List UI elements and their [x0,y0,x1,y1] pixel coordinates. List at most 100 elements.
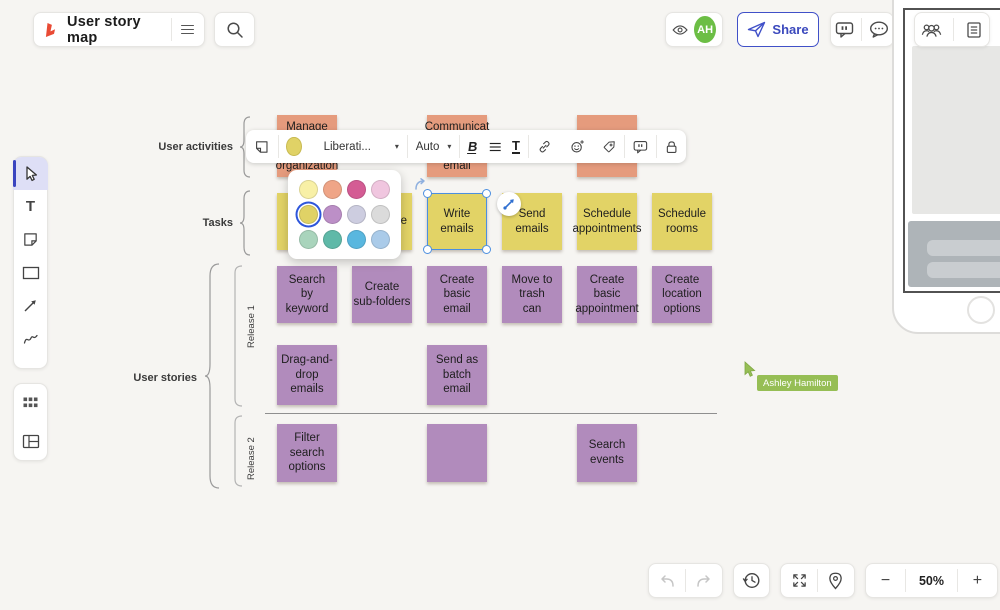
collaborator-cursor-icon [744,361,756,377]
collaborator-name-label: Ashley Hamilton [757,375,838,391]
palette-swatch[interactable] [323,205,342,224]
paper-plane-icon [748,21,766,38]
presence-card: AH [665,12,723,47]
search-icon [226,21,243,38]
share-label: Share [772,22,809,37]
sticky-note-schedule-rooms[interactable]: Schedule rooms [652,193,712,250]
quote-comment-icon[interactable] [835,21,854,38]
quick-connect-button[interactable] [497,192,521,216]
sticky-note-story[interactable]: Move to trash can [502,266,562,323]
tag-button[interactable] [602,138,616,156]
search-button[interactable] [214,12,255,47]
format-toolbar: Liberati... ▾ Auto ▾ B T [246,130,686,163]
palette-swatch[interactable] [371,205,390,224]
layout-icon [22,434,39,448]
palette-swatch-selected[interactable] [299,205,318,224]
sticky-note-story[interactable]: Send as batch email [427,345,487,405]
text-tool-icon: T [25,198,36,215]
bold-button[interactable]: B [467,138,479,154]
page-title: User story map [67,13,141,46]
chat-bubble-icon[interactable] [869,21,889,38]
redo-button[interactable] [686,564,722,597]
avatar[interactable]: AH [694,16,716,43]
select-tool[interactable] [13,157,48,190]
templates-button[interactable] [13,425,48,458]
zoom-in-button[interactable]: + [972,571,983,589]
sticky-note-write-emails[interactable]: Write emails [427,193,487,250]
palette-swatch[interactable] [347,180,366,199]
palette-swatch[interactable] [323,230,342,249]
sticky-note-send-emails[interactable]: Send emails [502,193,562,250]
align-button[interactable] [489,141,501,153]
palette-swatch[interactable] [347,205,366,224]
sticky-note-story[interactable]: Search events [577,424,637,482]
grid-icon [23,397,38,408]
sticky-note-story[interactable]: Create basic appointment [575,266,639,323]
color-palette-popup [288,170,401,259]
arrow-icon [24,300,36,312]
redo-icon [697,574,710,587]
emoji-reaction-button[interactable] [570,137,585,156]
rotate-handle-icon[interactable] [414,178,428,191]
palette-swatch[interactable] [371,230,390,249]
palette-swatch[interactable] [299,230,318,249]
fill-color-button[interactable] [286,137,302,156]
palette-swatch[interactable] [347,230,366,249]
locate-button[interactable] [818,564,854,597]
undo-redo-card [648,563,723,598]
fullscreen-button[interactable] [781,564,817,597]
document-menu-button[interactable] [181,22,194,36]
sticky-note-story[interactable]: Create location options [652,266,712,323]
sticky-note-story[interactable]: Create basic email [427,266,487,323]
collaboration-card [914,12,990,47]
zoom-out-button[interactable]: − [880,571,891,589]
view-controls-card [780,563,855,598]
connector-arrow-icon [503,199,514,210]
font-size-dropdown[interactable]: Auto [415,140,440,153]
zoom-level[interactable]: 50% [918,573,945,588]
document-header-card: User story map [33,12,205,47]
sticky-note-tool[interactable] [13,223,48,256]
shape-tool[interactable] [13,256,48,289]
history-button[interactable] [733,563,770,598]
font-family-dropdown[interactable]: Liberati... [323,140,371,153]
release-divider-line [265,413,717,414]
chevron-down-icon: ▾ [394,142,399,151]
comment-button[interactable] [633,138,648,156]
pen-tool[interactable] [13,322,48,355]
undo-button[interactable] [649,564,685,597]
line-tool[interactable] [13,289,48,322]
link-button[interactable] [537,137,552,156]
palette-swatch[interactable] [299,180,318,199]
sticky-note-story[interactable]: Search by keyword [277,266,337,323]
release-2-label: Release 2 [246,437,257,480]
history-icon [742,572,760,589]
sticky-note-schedule-appointments[interactable]: Schedule appointments [572,193,642,250]
rectangle-icon [22,266,39,279]
zoom-controls-card: − 50% + [865,563,998,598]
notes-document-icon[interactable] [965,21,983,39]
brace-tasks [239,190,251,256]
sticky-note-story[interactable]: Create sub-folders [352,266,412,323]
sticky-note-icon [24,233,37,246]
sticky-note-story[interactable]: Drag-and-drop emails [277,345,337,405]
chevron-down-icon: ▾ [447,142,452,151]
sticky-note-story[interactable] [427,424,487,482]
palette-swatch[interactable] [323,180,342,199]
map-pin-icon [829,572,843,589]
scribble-icon [23,334,38,344]
more-shapes-button[interactable] [13,387,48,420]
text-tool[interactable]: T [13,190,48,223]
phone-footer-bar [927,262,1000,278]
expand-icon [792,574,806,587]
sticky-note-type-icon[interactable] [254,137,270,157]
text-style-button[interactable]: T [512,138,520,154]
lucid-logo-icon [45,22,56,37]
eye-icon[interactable] [672,23,688,37]
sticky-note-story[interactable]: Filter search options [277,424,337,482]
palette-swatch[interactable] [371,180,390,199]
phone-home-button [967,296,995,324]
people-icon[interactable] [921,21,942,38]
lock-button[interactable] [665,138,678,156]
share-button[interactable]: Share [737,12,819,47]
